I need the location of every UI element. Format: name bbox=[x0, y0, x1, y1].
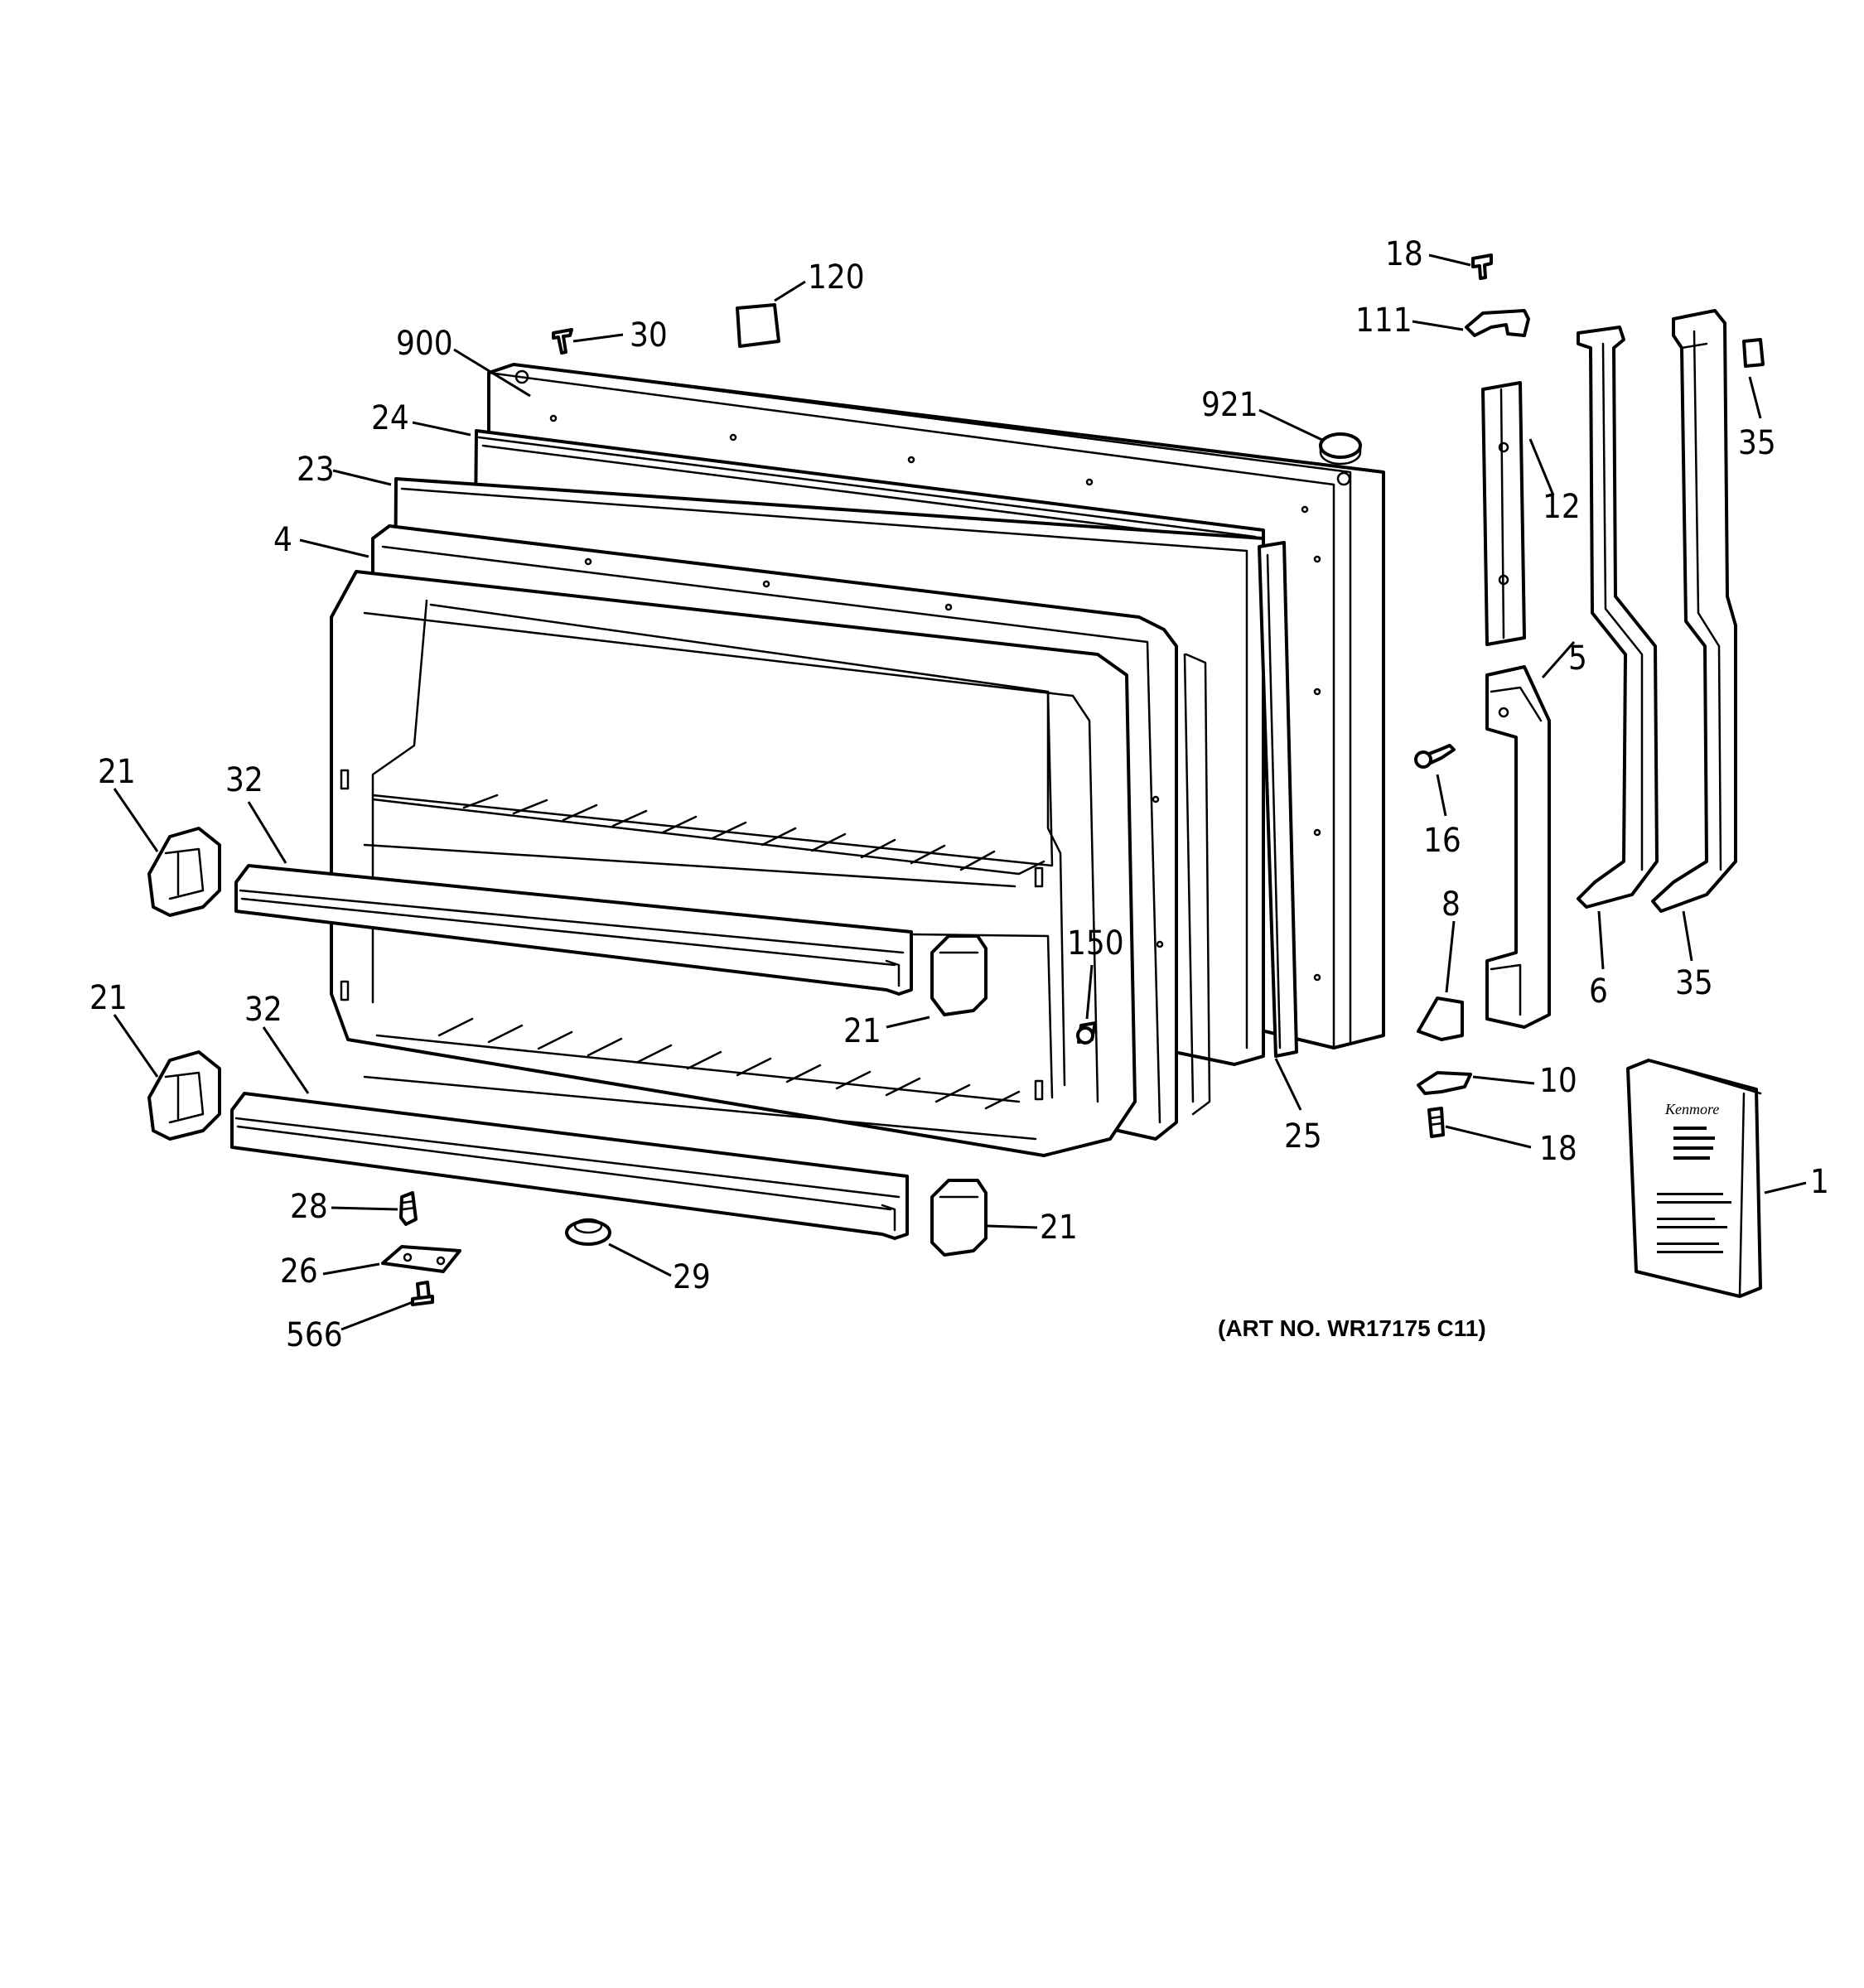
callout-10: 10 bbox=[1539, 1062, 1577, 1100]
plug-921 bbox=[1319, 432, 1362, 466]
callout-150: 150 bbox=[1067, 924, 1124, 963]
hinge-111 bbox=[1465, 309, 1530, 337]
door-shelf-bar-lower bbox=[230, 1092, 909, 1240]
callout-16: 16 bbox=[1423, 822, 1461, 860]
shelf-end-cap-lower-left bbox=[147, 1050, 221, 1141]
callout-1: 1 bbox=[1810, 1163, 1829, 1201]
callout-12: 12 bbox=[1543, 488, 1581, 526]
callout-32-upper: 32 bbox=[225, 761, 263, 799]
manual-brand-text: Kenmore bbox=[1664, 1101, 1719, 1117]
plate-10 bbox=[1417, 1071, 1472, 1095]
callout-4: 4 bbox=[273, 521, 292, 559]
end-cap-35 bbox=[1742, 338, 1765, 368]
callout-32-lower: 32 bbox=[244, 991, 282, 1029]
pad-120 bbox=[736, 303, 780, 348]
callout-30: 30 bbox=[630, 316, 668, 355]
callout-24: 24 bbox=[371, 399, 409, 437]
shelf-end-cap-upper-right bbox=[930, 934, 988, 1016]
screw-30 bbox=[552, 328, 573, 355]
stop-29 bbox=[565, 1218, 611, 1246]
callout-6: 6 bbox=[1589, 972, 1608, 1011]
callout-111: 111 bbox=[1355, 302, 1412, 340]
art-number: (ART NO. WR17175 C11) bbox=[1218, 1315, 1486, 1341]
callout-labels: 120 30 900 24 23 4 921 18 111 12 35 5 16… bbox=[89, 235, 1829, 1354]
owners-manual: Kenmore bbox=[1626, 1059, 1762, 1298]
shelf-end-cap-lower-right bbox=[930, 1179, 988, 1257]
trim-6 bbox=[1577, 326, 1659, 909]
callout-921: 921 bbox=[1201, 386, 1258, 424]
screw-18-top bbox=[1471, 253, 1493, 280]
callout-21-upper-left: 21 bbox=[98, 753, 136, 791]
clip-8 bbox=[1417, 996, 1464, 1041]
callout-18-top: 18 bbox=[1385, 235, 1423, 273]
handle-5 bbox=[1485, 665, 1551, 1029]
callout-5: 5 bbox=[1568, 639, 1587, 678]
callout-8: 8 bbox=[1441, 885, 1461, 924]
inner-liner-tub bbox=[330, 570, 1137, 1157]
callout-21-lower-right: 21 bbox=[1040, 1209, 1078, 1247]
callout-25: 25 bbox=[1284, 1117, 1322, 1156]
screw-150 bbox=[1076, 1021, 1097, 1045]
callout-28: 28 bbox=[290, 1188, 328, 1226]
bracket-26 bbox=[381, 1245, 461, 1273]
spring-28 bbox=[399, 1191, 418, 1226]
shelf-end-cap-upper-left bbox=[147, 827, 221, 917]
callout-35-top: 35 bbox=[1738, 424, 1776, 462]
screw-18-bottom bbox=[1427, 1107, 1445, 1138]
callout-120: 120 bbox=[808, 258, 865, 297]
screw-16 bbox=[1414, 744, 1456, 769]
screw-566 bbox=[411, 1281, 434, 1306]
callout-35-bottom: 35 bbox=[1675, 964, 1713, 1002]
callout-21-lower-left: 21 bbox=[89, 979, 128, 1017]
leader-lines bbox=[113, 253, 1807, 1331]
callout-566: 566 bbox=[286, 1316, 343, 1354]
callout-26: 26 bbox=[280, 1252, 318, 1291]
callout-900: 900 bbox=[396, 325, 453, 363]
handle-mount-12 bbox=[1481, 381, 1526, 646]
callout-29: 29 bbox=[673, 1258, 711, 1296]
callout-23: 23 bbox=[297, 451, 335, 489]
trim-35 bbox=[1651, 309, 1737, 913]
callout-21-upper-right: 21 bbox=[843, 1012, 881, 1050]
callout-18-bottom: 18 bbox=[1539, 1130, 1577, 1168]
door-shelf-bar-upper bbox=[234, 864, 913, 996]
